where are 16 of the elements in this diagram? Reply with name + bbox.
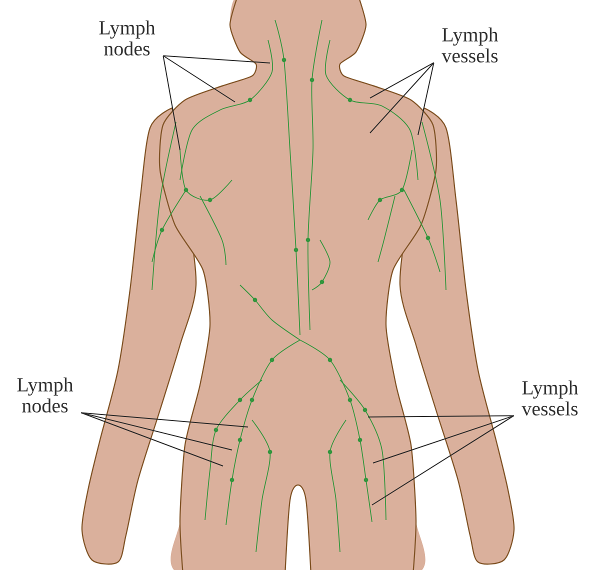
leader-line bbox=[80, 412, 224, 466]
label-text: Lymph nodes bbox=[99, 20, 156, 56]
leader-line bbox=[368, 415, 514, 418]
leader-line bbox=[162, 55, 236, 102]
label-text: Lymph vessels bbox=[522, 380, 578, 416]
leader-line bbox=[162, 55, 180, 150]
label-text: Lymph vessels bbox=[442, 27, 498, 63]
leader-line bbox=[418, 62, 434, 136]
leader-line bbox=[370, 62, 434, 134]
leader-line bbox=[80, 412, 248, 428]
leader-line bbox=[372, 415, 514, 506]
leader-line bbox=[370, 62, 434, 98]
label-text: Lymph nodes bbox=[17, 377, 74, 413]
leader-line bbox=[162, 55, 270, 64]
leader-line bbox=[372, 415, 514, 464]
leader-line bbox=[80, 412, 232, 450]
